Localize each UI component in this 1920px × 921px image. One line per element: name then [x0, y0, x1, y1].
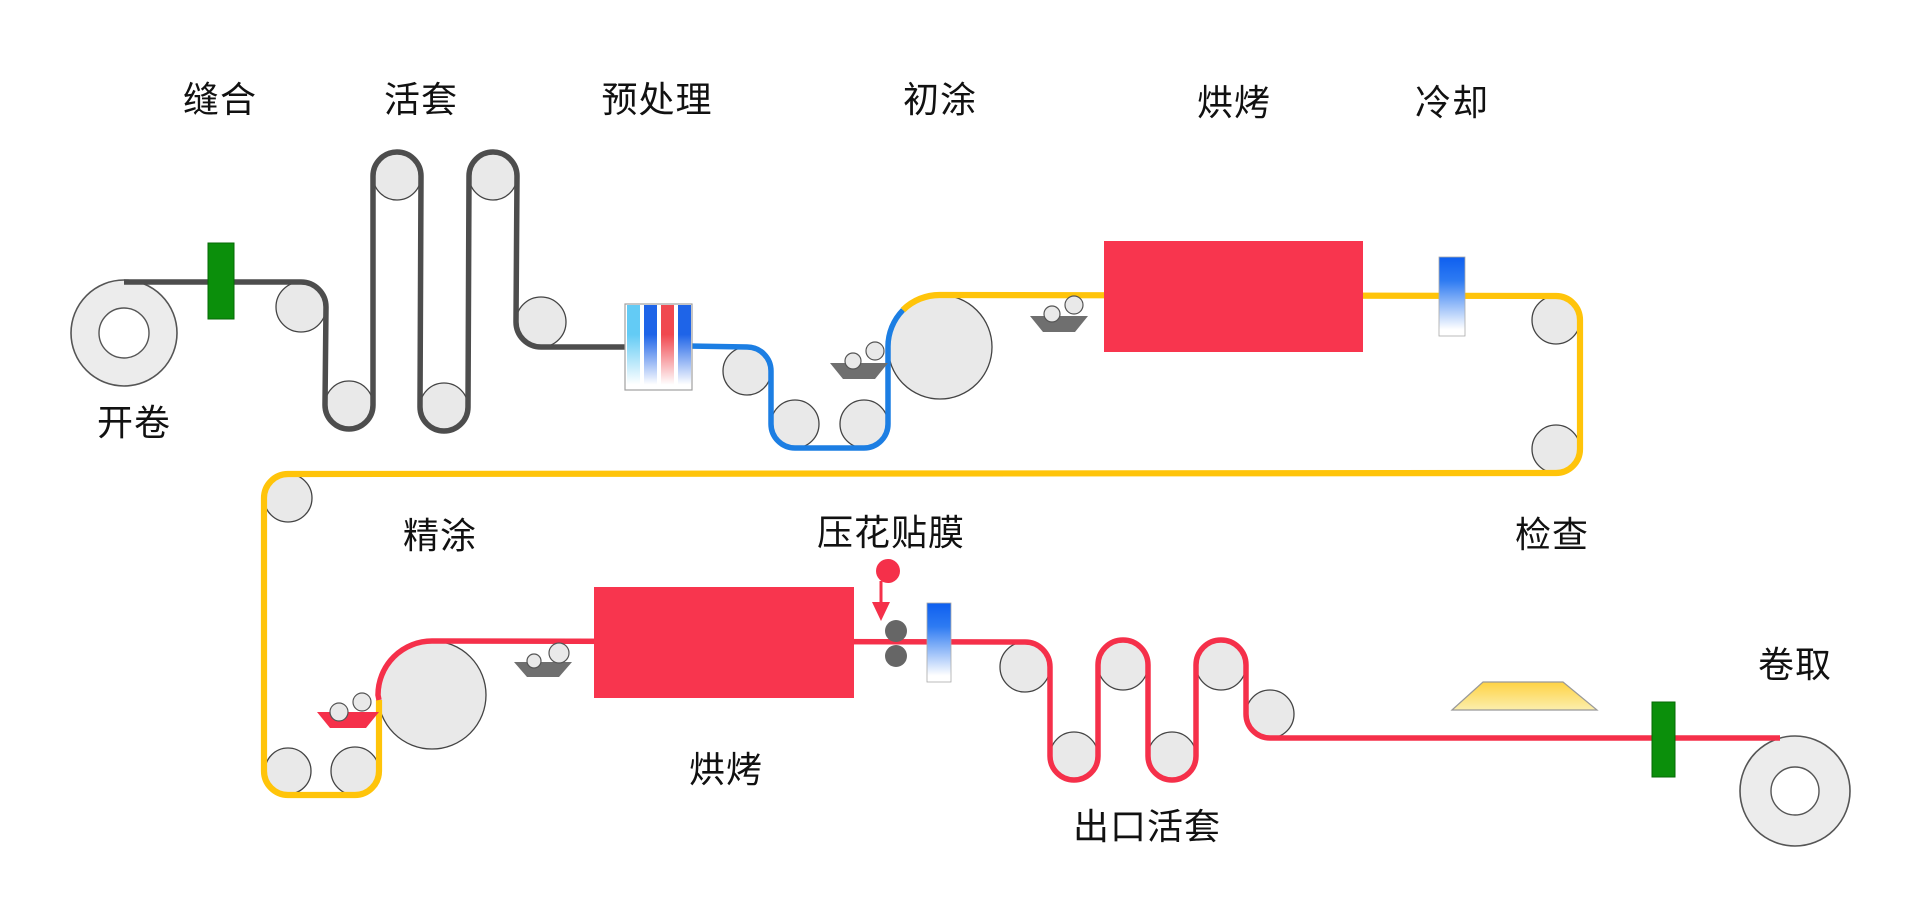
label-stitcher: 缝合	[182, 80, 258, 121]
label-inspection: 检查	[1514, 515, 1590, 556]
label-exit-looper: 出口活套	[1072, 807, 1222, 848]
inspection-turn-rollers	[1531, 295, 1581, 474]
oven-top-box	[1104, 241, 1363, 352]
oven-bottom-box	[594, 587, 854, 698]
applicator-roll	[548, 642, 570, 664]
strip-entry-section	[124, 149, 630, 434]
film-feed-arrowhead	[872, 602, 890, 621]
strip-finished-section	[375, 637, 1780, 783]
label-recoiler: 卷取	[1757, 645, 1833, 686]
exit-looper-rollers	[999, 639, 1295, 781]
applicator-roll	[865, 341, 885, 361]
label-laminator: 压花贴膜	[816, 513, 966, 554]
pretreatment-bath-1	[627, 305, 640, 389]
film-roll-icon	[876, 559, 900, 583]
strip-primed-section	[260, 291, 1584, 799]
applicator-roll	[1064, 295, 1084, 315]
exit-shear-block	[1651, 701, 1676, 778]
finish-coater-pan	[317, 692, 379, 728]
pickup-roll	[526, 653, 542, 669]
cooling-unit-2	[926, 602, 952, 683]
pretreatment-bath-3	[661, 305, 674, 389]
return-turn-rollers	[263, 473, 380, 796]
coating-pan	[830, 363, 888, 379]
coating-pan	[514, 662, 572, 677]
cooling-unit	[1438, 256, 1466, 337]
strip-pretreated-section	[687, 308, 906, 451]
recoiler-coil	[1739, 735, 1851, 847]
label-entry-looper: 活套	[383, 80, 459, 121]
coating-pan	[1030, 316, 1088, 332]
recoiler-bore	[1770, 766, 1820, 816]
pinch-roll-top	[885, 620, 907, 642]
pretreat-dip-rollers	[722, 346, 889, 449]
inspection-table	[1450, 681, 1599, 711]
laminator-unit	[872, 559, 907, 667]
label-finish-coater: 精涂	[402, 516, 478, 557]
label-cooling: 冷却	[1414, 83, 1490, 124]
bottom-coater-pan	[514, 642, 572, 677]
label-oven-bottom: 烘烤	[688, 750, 764, 791]
pretreatment-unit	[624, 303, 693, 391]
uncoiler-coil	[70, 279, 178, 387]
label-pretreatment: 预处理	[601, 80, 713, 121]
stitcher-block	[207, 242, 235, 320]
pickup-roll	[844, 352, 862, 370]
pinch-roll-bottom	[885, 645, 907, 667]
pickup-roll	[1043, 305, 1061, 323]
pretreatment-bath-4	[678, 305, 691, 389]
pickup-roll	[329, 702, 349, 722]
pretreatment-bath-2	[644, 305, 657, 389]
label-oven-top: 烘烤	[1196, 83, 1272, 124]
label-prime-coater: 初涂	[902, 80, 978, 121]
applicator-roll	[352, 692, 372, 712]
prime-coater-pan	[830, 341, 888, 379]
uncoiler-bore	[98, 307, 150, 359]
top-coater-pan	[1030, 295, 1088, 332]
label-uncoiler: 开卷	[96, 403, 172, 444]
